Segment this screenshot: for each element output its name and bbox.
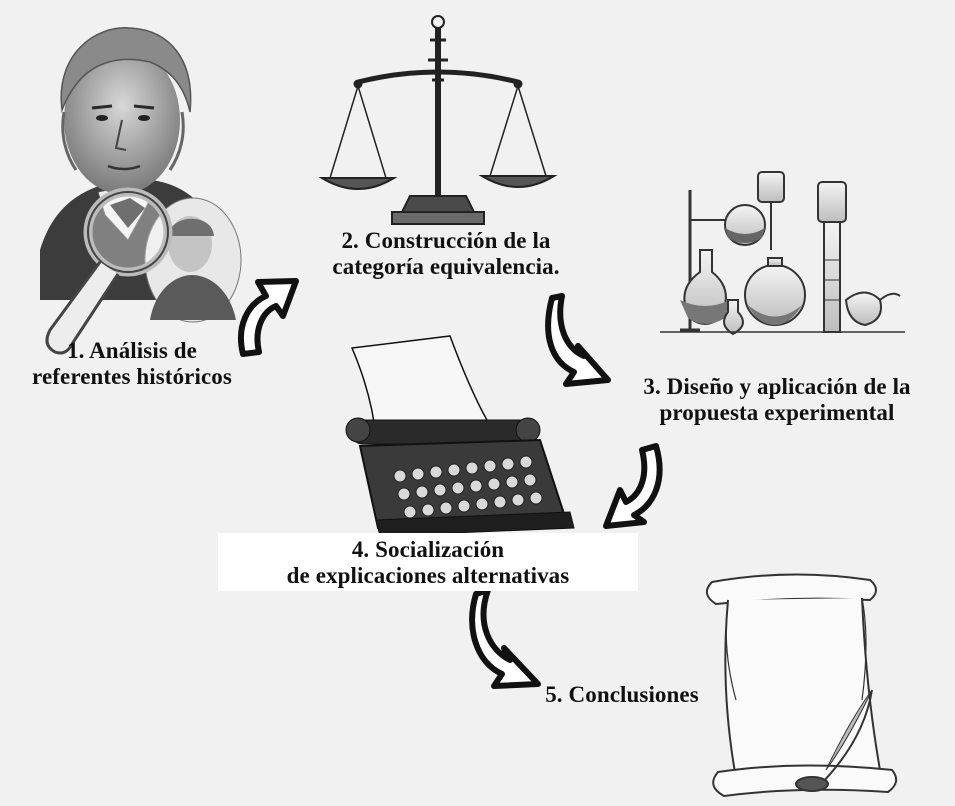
step-2-line-2: categoría equivalencia.: [306, 254, 586, 280]
step-3-line-1: 3. Diseño y aplicación de la: [604, 374, 950, 400]
curved-arrow-2-to-3: [548, 296, 608, 384]
step-3-line-2: propuesta experimental: [604, 400, 950, 426]
step-5-line-1: 5. Conclusiones: [526, 682, 718, 708]
step-4-line-2: de explicaciones alternativas: [218, 563, 638, 589]
curved-arrow-3-to-4: [606, 446, 660, 526]
step-1-label: 1. Análisis de referentes históricos: [6, 338, 258, 390]
step-4-label: 4. Socialización de explicaciones altern…: [218, 533, 638, 591]
lab-glassware-illustration: [660, 172, 905, 334]
portrait-magnifier-illustration: [40, 28, 241, 353]
scroll-quill-illustration: [707, 574, 896, 796]
step-3-label: 3. Diseño y aplicación de la propuesta e…: [604, 374, 950, 426]
step-1-line-1: 1. Análisis de: [6, 338, 258, 364]
step-2-line-1: 2. Construcción de la: [306, 228, 586, 254]
step-2-label: 2. Construcción de la categoría equivale…: [306, 228, 586, 280]
curved-arrow-4-to-5: [472, 590, 538, 686]
step-5-label: 5. Conclusiones: [526, 682, 718, 708]
balance-scale-illustration: [322, 16, 554, 224]
step-1-line-2: referentes históricos: [6, 364, 258, 390]
typewriter-illustration: [346, 336, 574, 536]
step-4-line-1: 4. Socialización: [218, 537, 638, 563]
